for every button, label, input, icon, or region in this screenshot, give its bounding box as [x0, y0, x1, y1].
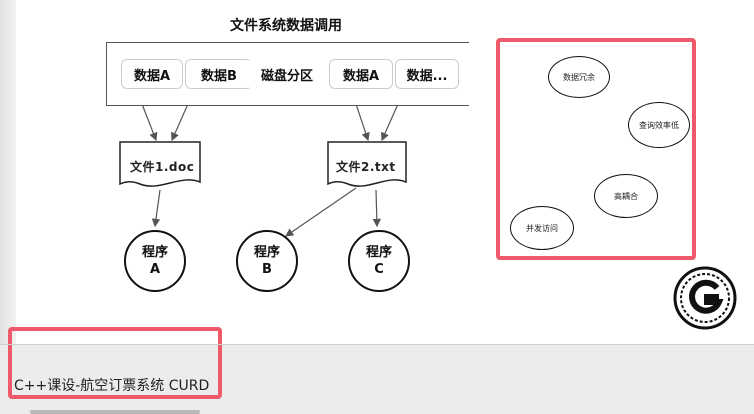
partition-label: 磁盘分区 [247, 59, 327, 89]
program-b-line1: 程序 [253, 245, 280, 260]
program-c-line2: C [374, 262, 384, 277]
partition-cell-data-a-2: 数据A [329, 59, 393, 89]
file-1-label: 文件1.doc [130, 160, 195, 174]
program-b-node: 程序 B [236, 230, 298, 292]
issue-bubble-redundancy: 数据冗余 [548, 56, 610, 98]
issue-bubble-coupling: 高耦合 [594, 174, 658, 218]
disk-partition-box: 数据A 数据B 磁盘分区 数据A 数据... [106, 42, 469, 106]
issue-bubble-concurrency: 并发访问 [510, 206, 574, 250]
cropped-next-line [30, 404, 200, 414]
card-divider [0, 344, 754, 345]
file-2-label: 文件2.txt [336, 160, 396, 174]
slide-image: 文件系统数据调用 数据A 数据B 磁盘分区 数据A 数据... 文件1.doc … [16, 0, 754, 344]
video-caption[interactable]: C++课设-航空订票系统 CURD [14, 378, 210, 394]
diagram-arrows [119, 103, 407, 237]
channel-logo-icon [673, 266, 737, 330]
partition-cell-data-b: 数据B [185, 59, 253, 89]
file-1-shape [119, 141, 201, 187]
partition-cell-data-more: 数据... [395, 59, 459, 89]
program-a-node: 程序 A [124, 230, 186, 292]
program-c-line1: 程序 [365, 245, 392, 260]
issues-highlight-box: 数据冗余 查询效率低 高耦合 并发访问 [496, 38, 696, 260]
issue-bubble-query-efficiency: 查询效率低 [628, 102, 690, 148]
file-2-shape [327, 141, 407, 187]
program-b-line2: B [262, 262, 272, 277]
program-a-line1: 程序 [141, 245, 168, 260]
partition-cell-data-a: 数据A [121, 59, 183, 89]
caption-highlight-box [8, 327, 222, 399]
diagram-title: 文件系统数据调用 [230, 18, 342, 34]
program-a-line2: A [149, 262, 161, 277]
left-edge-shadow [0, 0, 16, 344]
program-c-node: 程序 C [348, 230, 410, 292]
